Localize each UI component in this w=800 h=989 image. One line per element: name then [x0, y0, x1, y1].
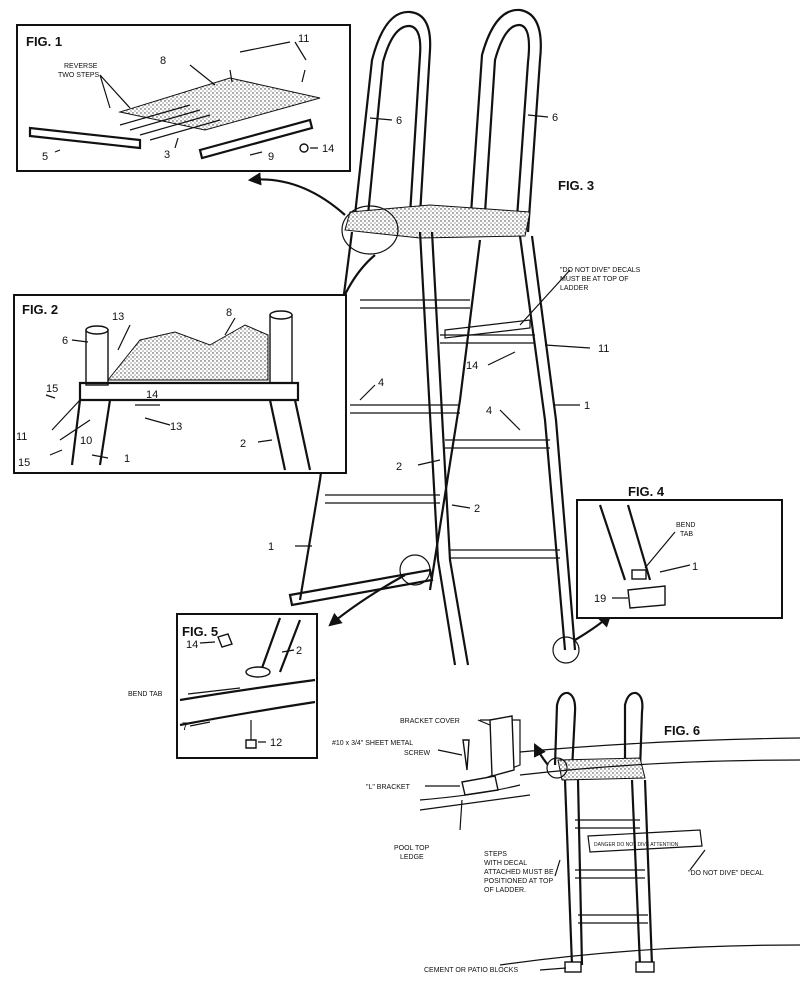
front-leg-left	[418, 231, 457, 666]
fig6-ledge-label-2: LEDGE	[400, 854, 424, 861]
fig3-part-2b: 2	[474, 503, 480, 515]
fig1-panel	[16, 24, 351, 172]
fig1-note-2: TWO STEPS	[58, 72, 100, 79]
fig4-note-1: BEND	[676, 522, 695, 529]
fig2-title: FIG. 2	[22, 302, 58, 317]
fig5-part-2: 2	[296, 645, 302, 657]
fig4-note-2: TAB	[680, 531, 693, 538]
fig4-title: FIG. 4	[628, 484, 665, 499]
fig6-decal-plate	[587, 829, 703, 853]
fig6-steps-note-1: STEPS	[484, 851, 507, 858]
fig1-part-14: 14	[322, 143, 334, 155]
fig6-ledge-label-1: POOL TOP	[394, 845, 430, 852]
fig2-panel	[13, 294, 347, 474]
fig3-part-11: 11	[598, 343, 609, 355]
fig1-part-3: 3	[164, 149, 170, 161]
fig6-top-step	[557, 757, 646, 781]
fig5-base-7	[179, 678, 316, 727]
fig5-title: FIG. 5	[182, 624, 218, 639]
fig5-part-12: 12	[270, 737, 282, 749]
fig4-foot-cap-19	[627, 585, 666, 609]
fig2-post-right	[269, 314, 293, 384]
fig6-l-bracket-label: "L" BRACKET	[366, 784, 411, 791]
fig6-handrail-left	[553, 691, 577, 771]
fig5-leg	[260, 617, 302, 673]
fig4-panel	[576, 499, 783, 619]
fig6-l-bracket	[461, 775, 499, 796]
fig1-part-5: 5	[42, 151, 48, 163]
fig6-title: FIG. 6	[664, 723, 700, 738]
fig3-ladder	[247, 8, 612, 666]
fig2-leg-1	[70, 399, 112, 466]
fig1-side-rail-9	[198, 118, 314, 160]
center-leg	[428, 239, 482, 591]
fig6-screw-label-2: SCREW	[404, 750, 430, 757]
fig6-installed-view	[419, 691, 800, 973]
fig3-part-4a: 4	[378, 377, 384, 389]
fig5-note: BEND TAB	[128, 691, 163, 698]
fig3-decal-note-2: MUST BE AT TOP OF	[560, 276, 628, 283]
fig4-part-19: 19	[594, 593, 606, 605]
fig6-steps-note-5: OF LADDER.	[484, 887, 526, 894]
fig5-screw-12	[245, 739, 257, 749]
fig6-handrail-right	[623, 691, 644, 771]
base-foot	[288, 568, 434, 607]
fig6-steps-note-2: WITH DECAL	[484, 860, 527, 867]
fig2-part-15a: 15	[46, 383, 58, 395]
fig3-part-1b: 1	[268, 541, 274, 553]
fig2-leg-2	[268, 399, 312, 471]
fig3-decal-note-3: LADDER	[560, 285, 588, 292]
fig1-part-9: 9	[268, 151, 274, 163]
fig4-part-1: 1	[692, 561, 698, 573]
fig2-part-14: 14	[146, 389, 158, 401]
fig6-screw	[462, 739, 470, 771]
fig1-note-1: REVERSE	[64, 63, 98, 70]
fig1-part-11: 11	[298, 33, 309, 45]
fig2-part-13a: 13	[112, 311, 124, 323]
fig6-bracket-cover	[489, 715, 515, 777]
fig6-blocks-label: CEMENT OR PATIO BLOCKS	[424, 967, 518, 974]
fig3-part-6a: 6	[396, 115, 402, 127]
fig5-cap-14	[217, 633, 233, 648]
fig5-part-14: 14	[186, 639, 198, 651]
fig2-post-left	[85, 329, 109, 386]
fig2-part-11: 11	[16, 431, 27, 443]
fig5-part-7: 7	[182, 721, 188, 733]
fig2-part-15b: 15	[18, 457, 30, 469]
fig2-step-tread	[106, 324, 269, 381]
fig2-part-2: 2	[240, 438, 246, 450]
fig6-decal-label: "DO NOT DIVE" DECAL	[688, 870, 764, 877]
top-step	[344, 204, 531, 239]
fig2-part-13b: 13	[170, 421, 182, 433]
fig3-part-14: 14	[466, 360, 478, 372]
fig3-part-1a: 1	[584, 400, 590, 412]
fig2-part-10: 10	[80, 435, 92, 447]
fig3-part-2a: 2	[396, 461, 402, 473]
fig1-part-8: 8	[160, 55, 166, 67]
fig6-bracket-cover-label: BRACKET COVER	[400, 718, 460, 725]
right-leg	[518, 235, 567, 651]
fig2-part-6: 6	[62, 335, 68, 347]
fig3-part-4b: 4	[486, 405, 492, 417]
fig5-panel	[176, 613, 318, 759]
fig3-decal-note-1: "DO NOT DIVE" DECALS	[560, 267, 641, 274]
fig4-leg	[598, 504, 652, 581]
fig1-title: FIG. 1	[26, 34, 62, 49]
fig6-decal-text: DANGER DO NOT DIVE ATTENTION	[594, 842, 679, 848]
fig2-part-1: 1	[124, 453, 130, 465]
left-handrail	[353, 10, 432, 216]
fig1-side-rail-5	[28, 126, 142, 150]
fig6-screw-label-1: #10 x 3/4" SHEET METAL	[332, 740, 413, 747]
fig2-part-8: 8	[226, 307, 232, 319]
fig6-steps-note-3: ATTACHED MUST BE	[484, 869, 554, 876]
fig2-crossbar	[78, 381, 300, 402]
fig6-steps-note-4: POSITIONED AT TOP	[484, 878, 553, 885]
fig3-title: FIG. 3	[558, 178, 594, 193]
fig3-part-6b: 6	[552, 112, 558, 124]
right-handrail	[468, 8, 542, 233]
fig6-pool-ledge	[519, 737, 800, 776]
